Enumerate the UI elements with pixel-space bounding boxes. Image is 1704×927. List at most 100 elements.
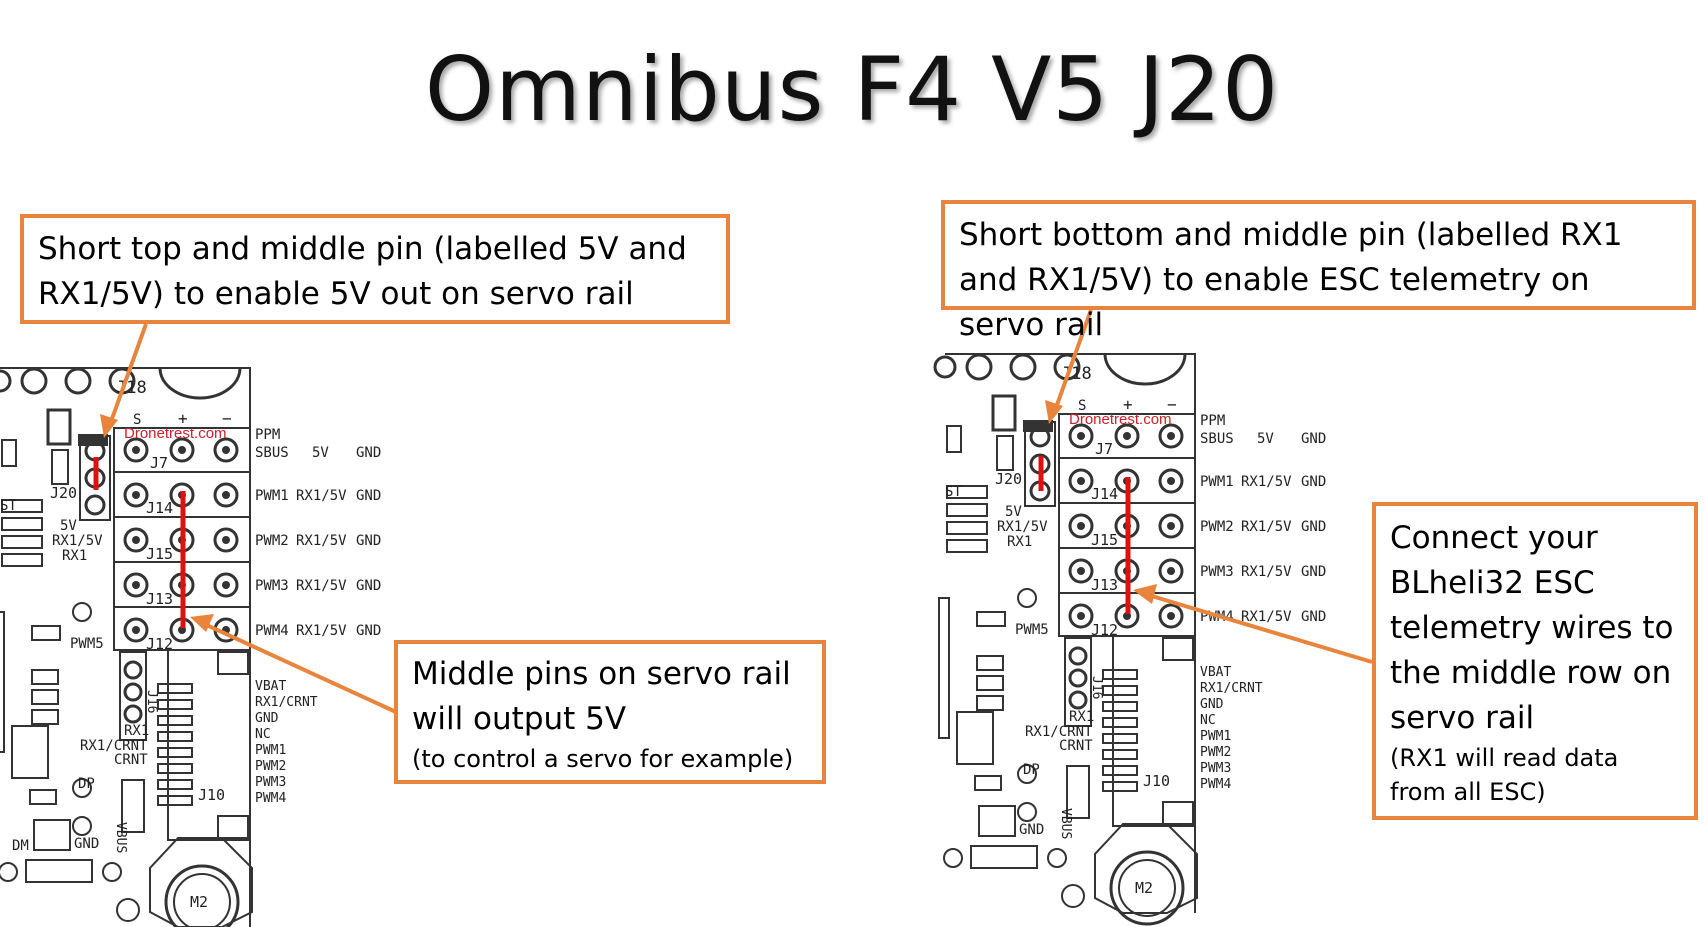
svg-text:VBUS: VBUS (113, 822, 128, 853)
svg-text:GND: GND (1019, 822, 1044, 838)
callout-5v-jumper: Short top and middle pin (labelled 5V an… (20, 214, 730, 324)
svg-text:J20: J20 (995, 470, 1022, 488)
right-board: Dronetrest.com J18 J7 J14 J15 J13 J12 J2… (933, 309, 1373, 926)
svg-text:PWM2: PWM2 (1200, 745, 1231, 760)
svg-text:PWM1: PWM1 (1200, 729, 1231, 744)
svg-text:RX1/5V: RX1/5V (296, 623, 347, 639)
svg-text:RX1/CRNT: RX1/CRNT (80, 738, 148, 754)
callout-servo-rail-5v-text: Middle pins on servo rail will output 5V (412, 656, 791, 737)
svg-text:NC: NC (1200, 713, 1216, 728)
callout-telemetry-jumper: Short bottom and middle pin (labelled RX… (941, 200, 1696, 343)
svg-text:GND: GND (1301, 474, 1326, 490)
svg-text:DP: DP (1023, 762, 1040, 778)
svg-text:GND: GND (1301, 609, 1326, 625)
svg-text:J15: J15 (1091, 531, 1118, 549)
callout-esc-telemetry: Connect your BLheli32 ESC telemetry wire… (1372, 502, 1698, 820)
svg-text:CRNT: CRNT (114, 752, 148, 768)
callout-servo-rail-5v-note: (to control a servo for example) (412, 745, 794, 773)
svg-text:J7: J7 (1095, 440, 1113, 458)
svg-text:PWM5: PWM5 (70, 636, 104, 652)
callout-telemetry-jumper-text: Short bottom and middle pin (labelled RX… (959, 217, 1623, 343)
svg-text:VBUS: VBUS (1058, 808, 1073, 839)
svg-text:RX1/5V: RX1/5V (1241, 474, 1292, 490)
svg-text:S: S (1078, 398, 1086, 414)
svg-text:RX1/5V: RX1/5V (1241, 564, 1292, 580)
row1-5v: 5V (312, 445, 329, 461)
svg-text:PWM3: PWM3 (255, 775, 286, 790)
svg-text:RX1/CRNT: RX1/CRNT (255, 695, 318, 710)
left-board: Dronetrest.com J18 J7 J14 J15 J13 J12 J2… (0, 323, 397, 927)
col-s: S (133, 412, 141, 428)
svg-text:PPM: PPM (1200, 413, 1225, 429)
svg-text:PWM2: PWM2 (255, 759, 286, 774)
svg-text:J14: J14 (1091, 485, 1118, 503)
svg-text:RX1/5V: RX1/5V (296, 533, 347, 549)
svg-text:PWM1: PWM1 (255, 488, 289, 504)
svg-text:PWM1: PWM1 (1200, 474, 1234, 490)
svg-text:PWM2: PWM2 (255, 533, 289, 549)
svg-text:5V: 5V (1257, 431, 1274, 447)
svg-text:PWM3: PWM3 (255, 578, 289, 594)
ppm: PPM (255, 427, 280, 443)
callout-esc-telemetry-text: Connect your BLheli32 ESC telemetry wire… (1390, 520, 1674, 736)
svg-text:GND: GND (356, 578, 381, 594)
svg-text:J13: J13 (1091, 576, 1118, 594)
watermark: Dronetrest.com (1069, 411, 1172, 428)
svg-text:GND: GND (255, 711, 279, 726)
svg-text:J10: J10 (1143, 772, 1170, 790)
svg-text:PWM3: PWM3 (1200, 761, 1231, 776)
svg-text:GND: GND (356, 488, 381, 504)
svg-text:RX1: RX1 (1069, 709, 1094, 725)
callout-esc-telemetry-note: (RX1 will read data from all ESC) (1390, 744, 1619, 806)
svg-text:CRNT: CRNT (1059, 738, 1093, 754)
svg-text:J10: J10 (198, 786, 225, 804)
svg-text:DP: DP (78, 776, 95, 792)
svg-text:M2: M2 (1135, 879, 1153, 897)
svg-text:GND: GND (74, 836, 99, 852)
svg-text:RX1/CRNT: RX1/CRNT (1025, 724, 1093, 740)
svg-text:SBUS: SBUS (1200, 431, 1234, 447)
svg-text:VBAT: VBAT (255, 679, 286, 694)
svg-text:RX1/5V: RX1/5V (296, 578, 347, 594)
svg-text:GND: GND (1200, 697, 1224, 712)
svg-text:NC: NC (255, 727, 271, 742)
svg-text:PWM4: PWM4 (255, 623, 289, 639)
j20-rx1-5v: RX1/5V (52, 533, 103, 549)
j12-label: J12 (146, 635, 173, 653)
svg-text:J16: J16 (1089, 676, 1104, 699)
sbus: SBUS (255, 445, 289, 461)
page-title: Omnibus F4 V5 J20 (424, 38, 1280, 141)
svg-text:RX1/5V: RX1/5V (1241, 609, 1292, 625)
svg-text:RX1: RX1 (124, 723, 149, 739)
svg-text:PWM3: PWM3 (1200, 564, 1234, 580)
svg-text:GND: GND (1301, 564, 1326, 580)
j20-5v: 5V (60, 518, 77, 534)
svg-text:RX1/CRNT: RX1/CRNT (1200, 681, 1263, 696)
svg-text:RX1/5V: RX1/5V (997, 519, 1048, 535)
watermark: Dronetrest.com (124, 425, 227, 442)
svg-text:GND: GND (356, 623, 381, 639)
svg-text:+: + (1123, 395, 1133, 414)
svg-text:GND: GND (356, 533, 381, 549)
svg-text:PWM4: PWM4 (255, 791, 286, 806)
svg-text:PWM1: PWM1 (255, 743, 286, 758)
svg-text:5V: 5V (1005, 504, 1022, 520)
svg-text:DM: DM (12, 838, 29, 854)
svg-text:J12: J12 (1091, 621, 1118, 639)
svg-text:J16: J16 (144, 690, 159, 713)
j7-label: J7 (150, 454, 168, 472)
j15-label: J15 (146, 545, 173, 563)
svg-text:−: − (1167, 395, 1177, 414)
svg-text:RX1/5V: RX1/5V (296, 488, 347, 504)
svg-text:ST: ST (0, 498, 17, 514)
j14-label: J14 (146, 499, 173, 517)
svg-text:GND: GND (1301, 431, 1326, 447)
callout-5v-jumper-text: Short top and middle pin (labelled 5V an… (38, 231, 687, 312)
j20-rx1: RX1 (62, 548, 87, 564)
col-plus: + (178, 409, 188, 428)
svg-text:VBAT: VBAT (1200, 665, 1231, 680)
svg-text:PWM5: PWM5 (1015, 622, 1049, 638)
callout-servo-rail-5v: Middle pins on servo rail will output 5V… (394, 640, 826, 784)
j13-label: J13 (146, 590, 173, 608)
